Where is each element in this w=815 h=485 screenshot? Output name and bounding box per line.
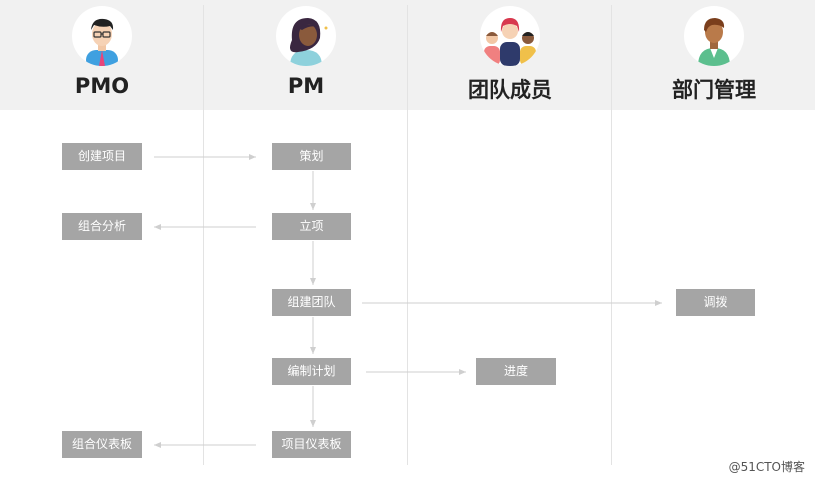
node-progress: 进度	[476, 358, 556, 385]
team-group-avatar-icon	[480, 6, 540, 66]
lane-department: 部门管理	[612, 0, 815, 110]
lane-title-pm: PM	[287, 74, 325, 98]
lane-title-pmo: PMO	[74, 74, 130, 98]
lane-divider	[407, 5, 408, 465]
lane-divider	[611, 5, 612, 465]
node-build-team: 组建团队	[272, 289, 351, 316]
lane-title-department: 部门管理	[672, 78, 756, 102]
node-allocate: 调拨	[676, 289, 755, 316]
man-glasses-avatar-icon	[72, 6, 132, 66]
node-make-plan: 编制计划	[272, 358, 351, 385]
node-create-project: 创建项目	[62, 143, 142, 170]
woman-avatar-icon	[276, 6, 336, 66]
watermark: @51CTO博客	[728, 460, 805, 474]
lane-pm: PM	[204, 0, 408, 110]
node-initiate: 立项	[272, 213, 351, 240]
node-plan: 策划	[272, 143, 351, 170]
lane-team-members: 团队成员	[408, 0, 612, 110]
lane-pmo: PMO	[0, 0, 204, 110]
node-project-dashboard: 项目仪表板	[272, 431, 351, 458]
node-portfolio-dashboard: 组合仪表板	[62, 431, 142, 458]
manager-avatar-icon	[684, 6, 744, 66]
lane-divider	[203, 5, 204, 465]
node-portfolio-analysis: 组合分析	[62, 213, 142, 240]
lane-title-team-members: 团队成员	[468, 78, 552, 102]
